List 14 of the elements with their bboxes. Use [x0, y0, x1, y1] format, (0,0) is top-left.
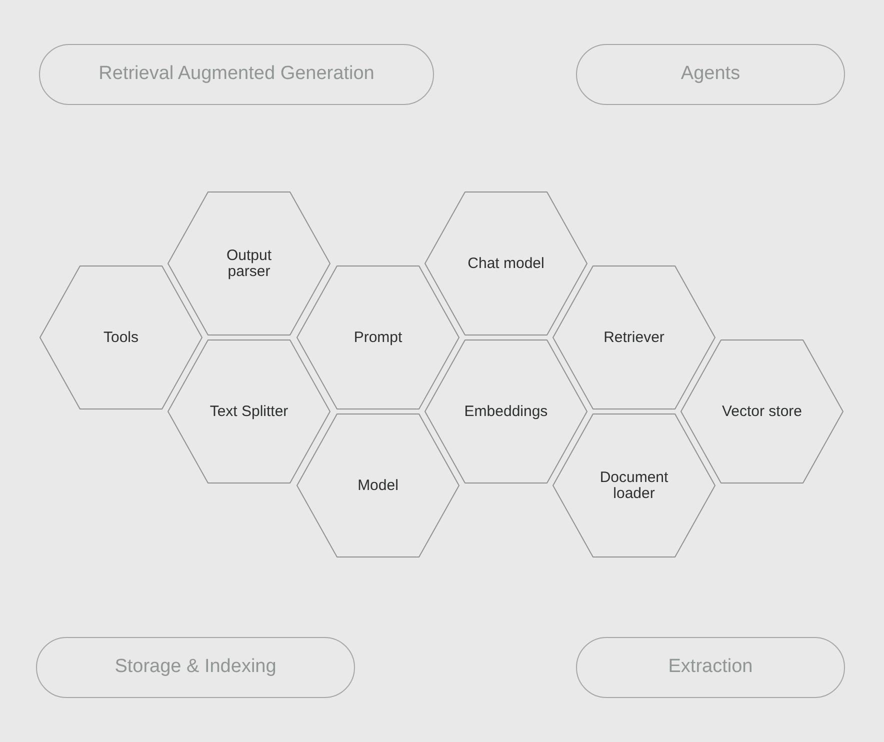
category-pill: Retrieval Augmented Generation	[39, 44, 434, 105]
hexagon: Chat model	[424, 191, 588, 336]
category-pill: Agents	[576, 44, 845, 105]
hexagon: Output parser	[167, 191, 331, 336]
hexagon: Retriever	[552, 265, 716, 410]
hexagon: Vector store	[680, 339, 844, 484]
category-pill: Extraction	[576, 637, 845, 698]
hexagon: Embeddings	[424, 339, 588, 484]
hexagon: Tools	[39, 265, 203, 410]
hexagon: Text Splitter	[167, 339, 331, 484]
category-pill: Storage & Indexing	[36, 637, 355, 698]
hexagon: Model	[296, 413, 460, 558]
hexagon: Prompt	[296, 265, 460, 410]
hexagon: Document loader	[552, 413, 716, 558]
